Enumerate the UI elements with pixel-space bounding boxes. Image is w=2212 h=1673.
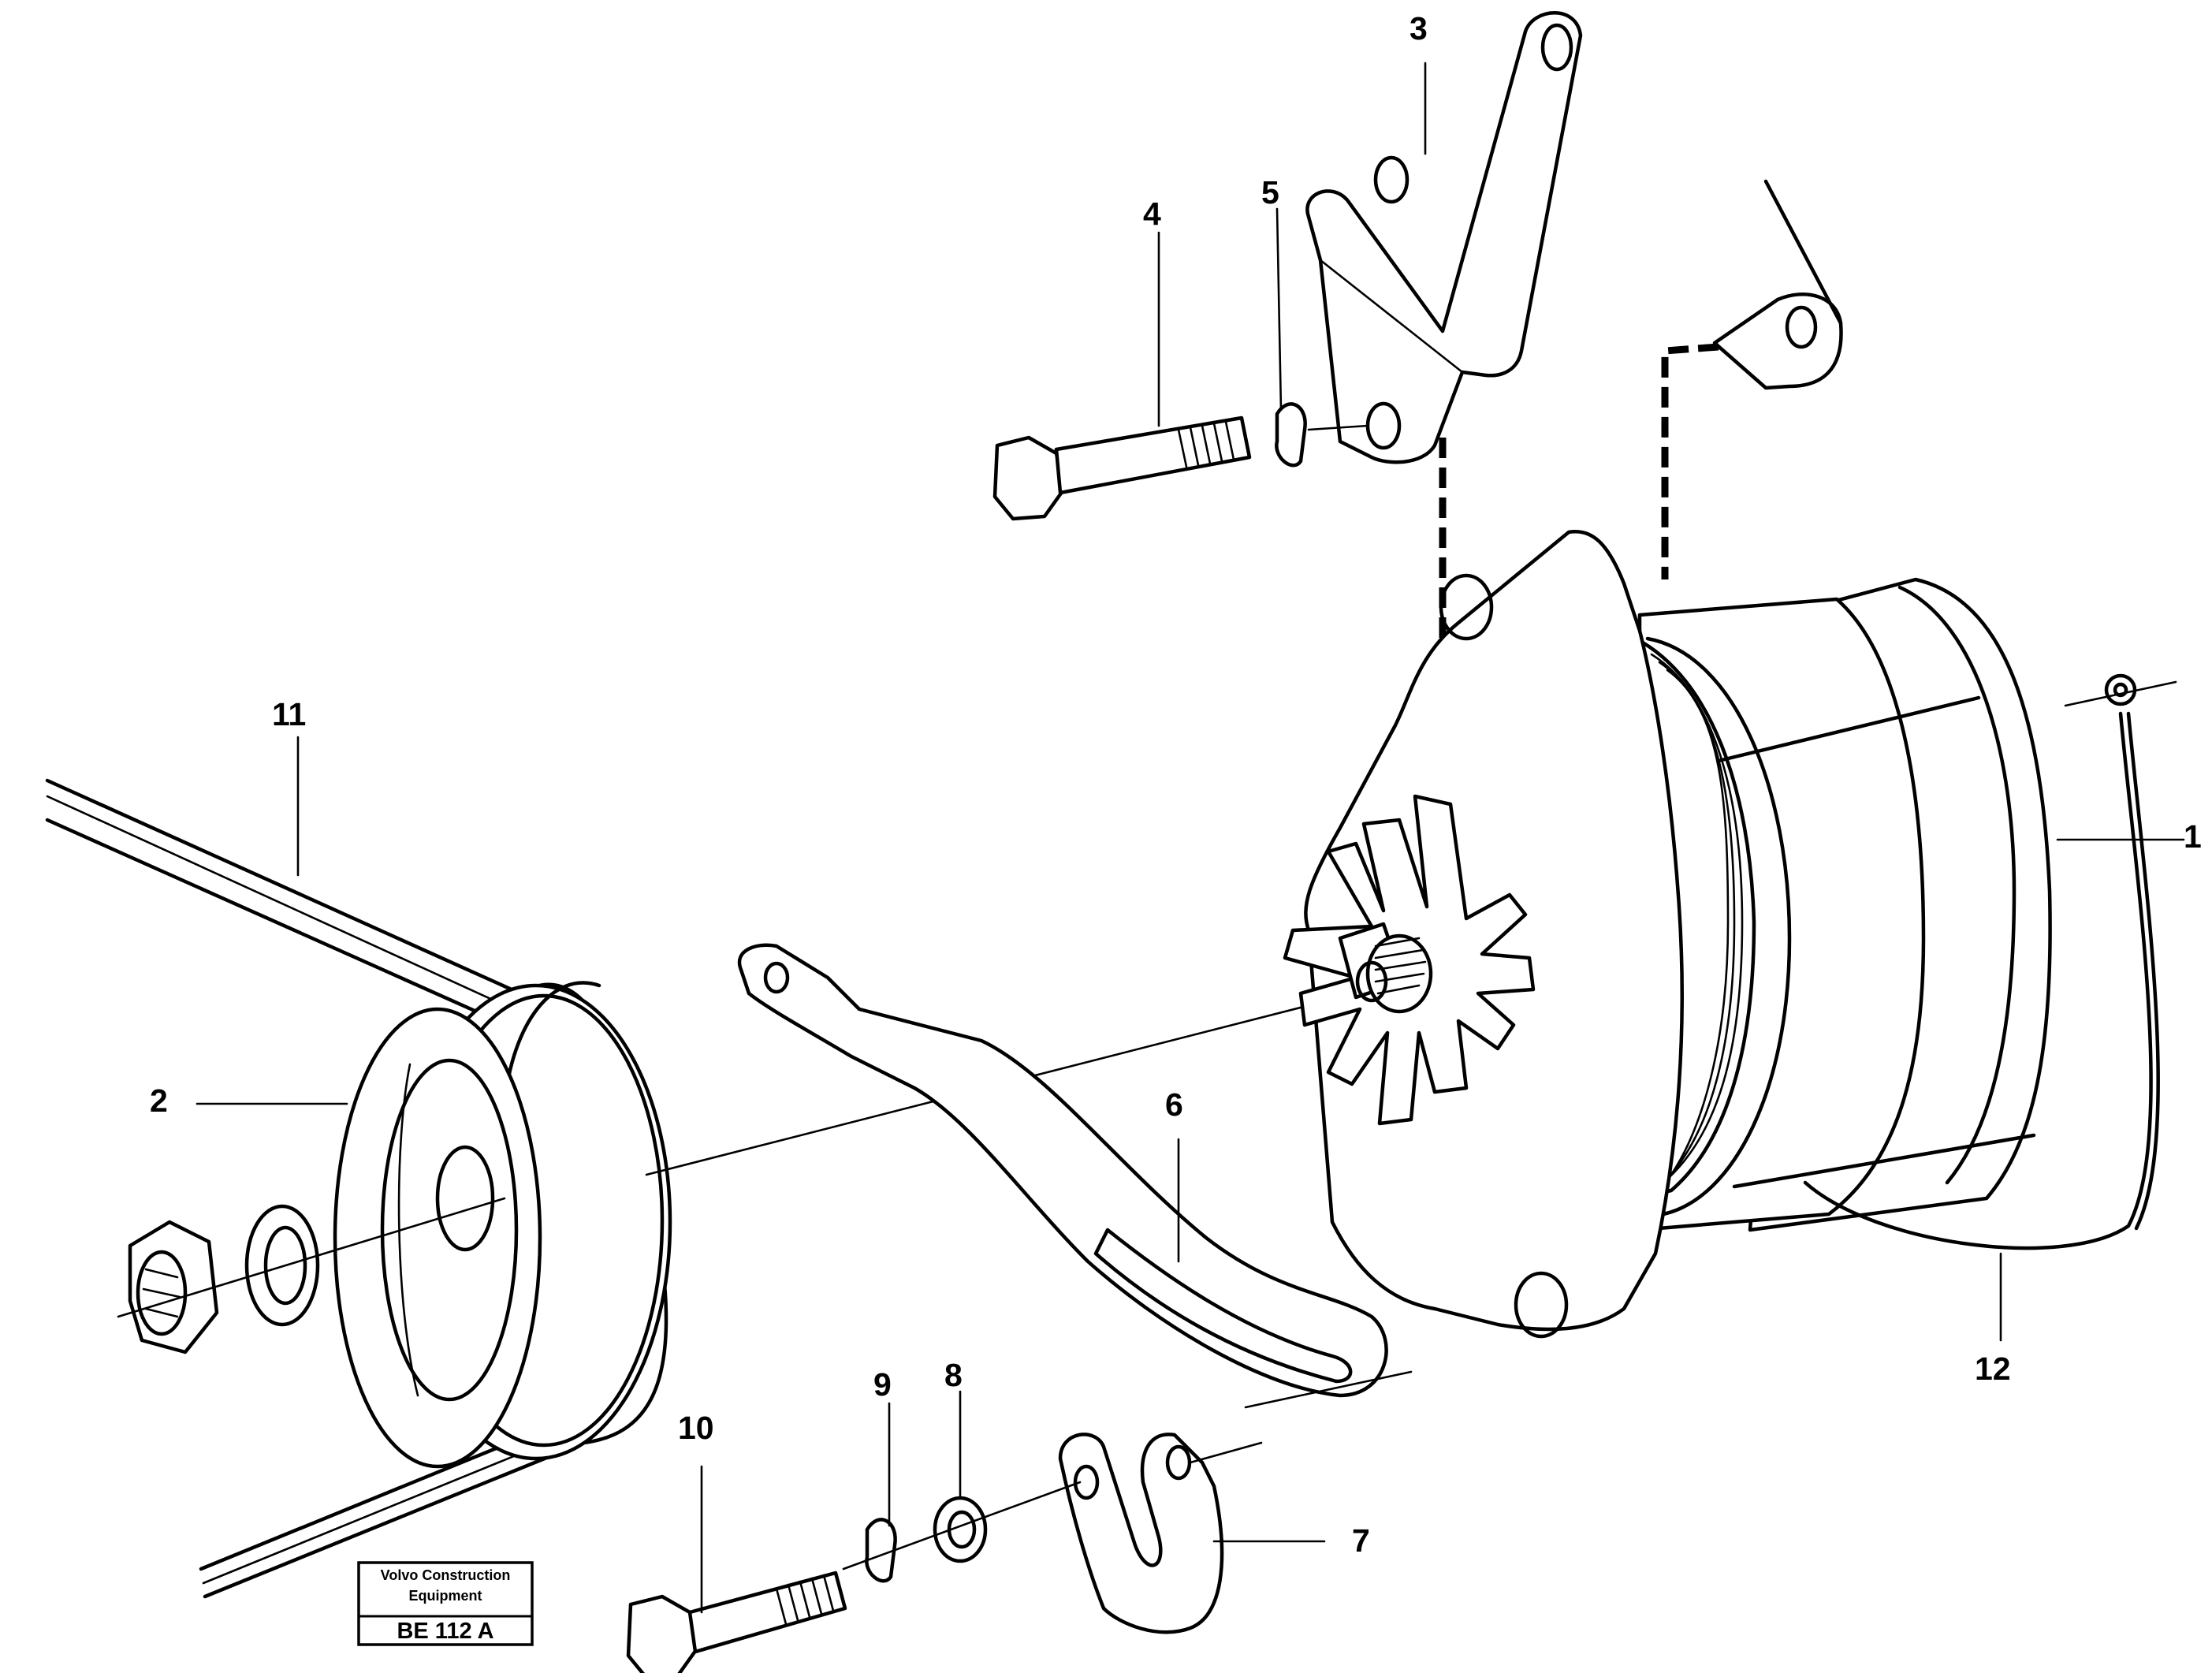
upper-bracket (1305, 11, 1583, 464)
callout-12: 12 (1975, 1351, 2011, 1387)
catalog-stamp: Volvo Construction Equipment BE 112 A (357, 1561, 534, 1646)
pulley-nut (128, 1220, 219, 1354)
callout-1: 1 (2184, 818, 2202, 855)
stamp-line-2: Equipment (409, 1588, 482, 1604)
bolt-centerline (1307, 424, 1369, 431)
callout-10: 10 (678, 1410, 714, 1446)
arm-centerline (1244, 1370, 1413, 1409)
callout-5: 5 (1261, 174, 1279, 211)
lower-bracket (1058, 1433, 1224, 1634)
pulley (333, 981, 672, 1469)
callout-labels: 1 2 3 4 5 6 7 8 9 10 11 12 (150, 10, 2202, 1559)
callout-3: 3 (1409, 10, 1428, 47)
callout-2: 2 (150, 1082, 168, 1119)
upper-lock-washer (1275, 402, 1307, 468)
alternator (1283, 530, 2052, 1339)
lower-lock-washer (865, 1518, 897, 1583)
tension-arm (737, 943, 1388, 1398)
stamp-code: BE 112 A (397, 1619, 493, 1644)
bracket-centerline (1189, 1441, 1263, 1464)
ground-lead (1803, 673, 2160, 1250)
callout-4: 4 (1143, 196, 1161, 232)
callout-9: 9 (873, 1366, 892, 1403)
pulley-centerline (117, 1197, 506, 1318)
callout-11: 11 (272, 696, 306, 732)
upper-bolt (992, 415, 1252, 521)
upper-mount-lug (1712, 179, 1843, 390)
leader-lines (196, 61, 2185, 1614)
lower-bolt (626, 1571, 847, 1673)
callout-6: 6 (1165, 1086, 1183, 1123)
callout-8: 8 (944, 1357, 963, 1393)
callout-7: 7 (1352, 1522, 1370, 1559)
lower-bolt-centerline (842, 1481, 1082, 1571)
lead-centerline (2064, 680, 2177, 707)
stamp-line-1: Volvo Construction (381, 1567, 511, 1583)
lower-flat-washer (933, 1496, 988, 1563)
assembly-guide-line (1661, 343, 1719, 579)
